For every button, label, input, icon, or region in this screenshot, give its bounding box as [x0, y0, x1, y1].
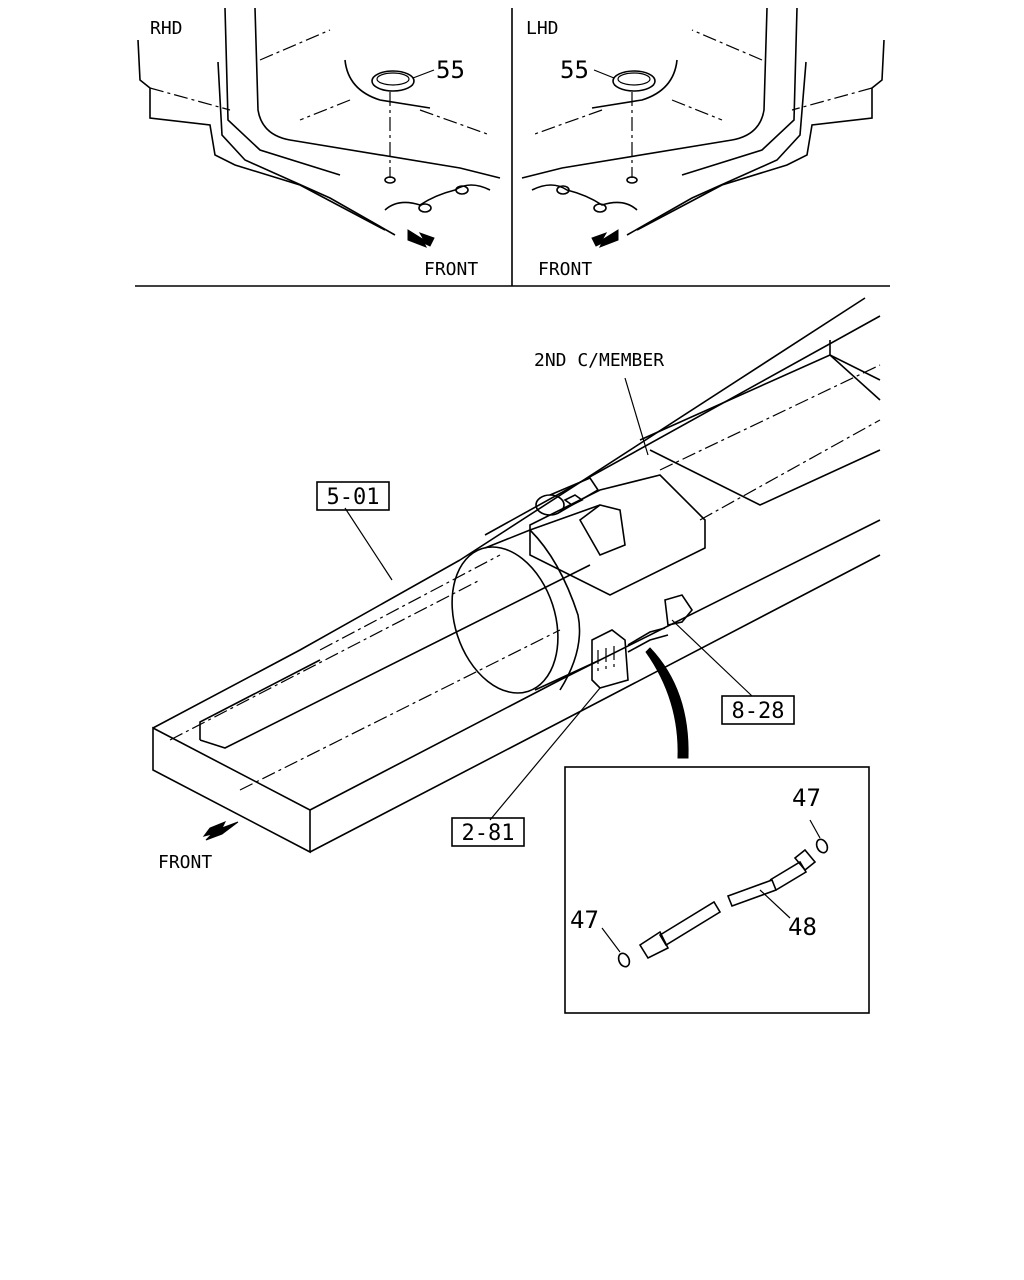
hose-ferrule-top [769, 860, 808, 891]
lhd-panel: LHD 55 FRONT [521, 7, 885, 280]
leader-5-01 [344, 507, 393, 581]
main-front-arrow-icon [202, 821, 239, 841]
leader-2nd-member [624, 377, 649, 456]
pump-fitting [563, 494, 584, 506]
lhd-part-label: 55 [560, 56, 589, 84]
main-front-label: FRONT [158, 852, 212, 873]
cross-member-hidden [659, 364, 881, 521]
lhd-front-arrow-icon [591, 229, 619, 248]
frame-top-front-edge [309, 519, 881, 811]
lhd-tank-body [521, 7, 768, 179]
rhd-mount-hole-2 [455, 185, 469, 195]
lhd-title: LHD [526, 18, 559, 39]
frame-far-edge [459, 297, 866, 561]
rhd-frame-edge [217, 61, 396, 236]
tank-cap-ring [529, 529, 581, 691]
detail-callout-arrow-icon [645, 647, 689, 759]
frame-hidden-lines [169, 554, 561, 791]
pump-housing [529, 474, 706, 596]
cross-member-bottom [649, 449, 881, 506]
lhd-mount-bumps [531, 184, 638, 211]
frame-inner-channel [199, 564, 591, 749]
rhd-part-label: 55 [436, 56, 465, 84]
lhd-tank-curve [591, 59, 678, 109]
rhd-hidden-lines [149, 29, 491, 136]
lhd-plug-outer [612, 70, 656, 92]
o-ring-bottom [617, 952, 631, 968]
pump-block [578, 504, 626, 557]
lhd-mount-hole [593, 203, 607, 213]
rhd-inner-edge [224, 7, 341, 176]
hose-segment-bottom [658, 900, 722, 947]
hose-label: 48 [788, 913, 817, 941]
ref-box-8-28-label: 8-28 [732, 699, 785, 724]
ref-box-2-81[interactable] [451, 817, 525, 847]
lhd-tank-outline [636, 39, 885, 231]
rhd-tank-curve [344, 59, 431, 109]
frame-end-box [152, 726, 311, 854]
detail-frame [564, 766, 870, 1014]
lhd-mount-hole-2 [556, 185, 570, 195]
lhd-front-label: FRONT [538, 259, 592, 280]
top-panels [135, 8, 890, 287]
ref-box-5-01-label: 5-01 [327, 485, 380, 510]
lhd-inner-edge [681, 7, 798, 176]
lhd-hidden-lines [531, 29, 873, 136]
leader-2-81 [489, 687, 601, 821]
rhd-mount-hole [418, 203, 432, 213]
lhd-leader-55 [593, 69, 615, 79]
hose-segment-top [726, 878, 778, 908]
ref-box-5-01[interactable] [316, 481, 390, 511]
cross-member-end [829, 340, 881, 401]
frame-top-left-edge [152, 559, 461, 729]
lhd-plug-inner [617, 72, 651, 86]
ref-box-2-81-label: 2-81 [462, 821, 515, 846]
tank-end-cap [451, 546, 559, 694]
lhd-frame-edge [626, 61, 807, 236]
rhd-tank-outline [137, 39, 386, 231]
hose-line-2 [627, 634, 669, 653]
tank-top-edge [484, 504, 601, 549]
leader-47-top [809, 819, 821, 839]
o-ring-top-label: 47 [792, 784, 821, 812]
lhd-plug-hole [626, 176, 638, 184]
rhd-plug-inner [376, 72, 410, 86]
hose-nut-bottom [638, 930, 670, 960]
rhd-front-label: FRONT [424, 259, 478, 280]
rhd-plug-outer [371, 70, 415, 92]
rhd-front-arrow-icon [407, 229, 435, 248]
ref-box-8-28[interactable] [721, 695, 795, 725]
bracket-hatch [597, 646, 615, 675]
leader-47-bottom [601, 927, 621, 953]
rhd-title: RHD [150, 18, 183, 39]
leader-48 [759, 889, 791, 919]
rhd-plug-hole [384, 176, 396, 184]
hose-connector [664, 594, 693, 626]
o-ring-top [815, 838, 829, 854]
hose-nut-top [793, 848, 817, 872]
main-frame: 2ND C/MEMBER 5-01 8-28 2-81 FRONT [152, 297, 881, 873]
hose-bracket [591, 629, 629, 689]
o-ring-bottom-label: 47 [570, 906, 599, 934]
detail-box: 47 47 48 [564, 766, 870, 1014]
rhd-panel: RHD 55 FRONT [137, 7, 501, 280]
hose-line [627, 627, 666, 646]
rhd-leader-55 [412, 69, 435, 79]
frame-inner-lip [199, 659, 321, 740]
frame-bottom-edge [309, 554, 881, 853]
frame-far-edge-2 [484, 315, 881, 536]
member-label: 2ND C/MEMBER [534, 350, 664, 371]
rhd-mount-bumps [384, 184, 491, 211]
rhd-tank-body [254, 7, 501, 179]
leader-8-28 [671, 619, 753, 697]
